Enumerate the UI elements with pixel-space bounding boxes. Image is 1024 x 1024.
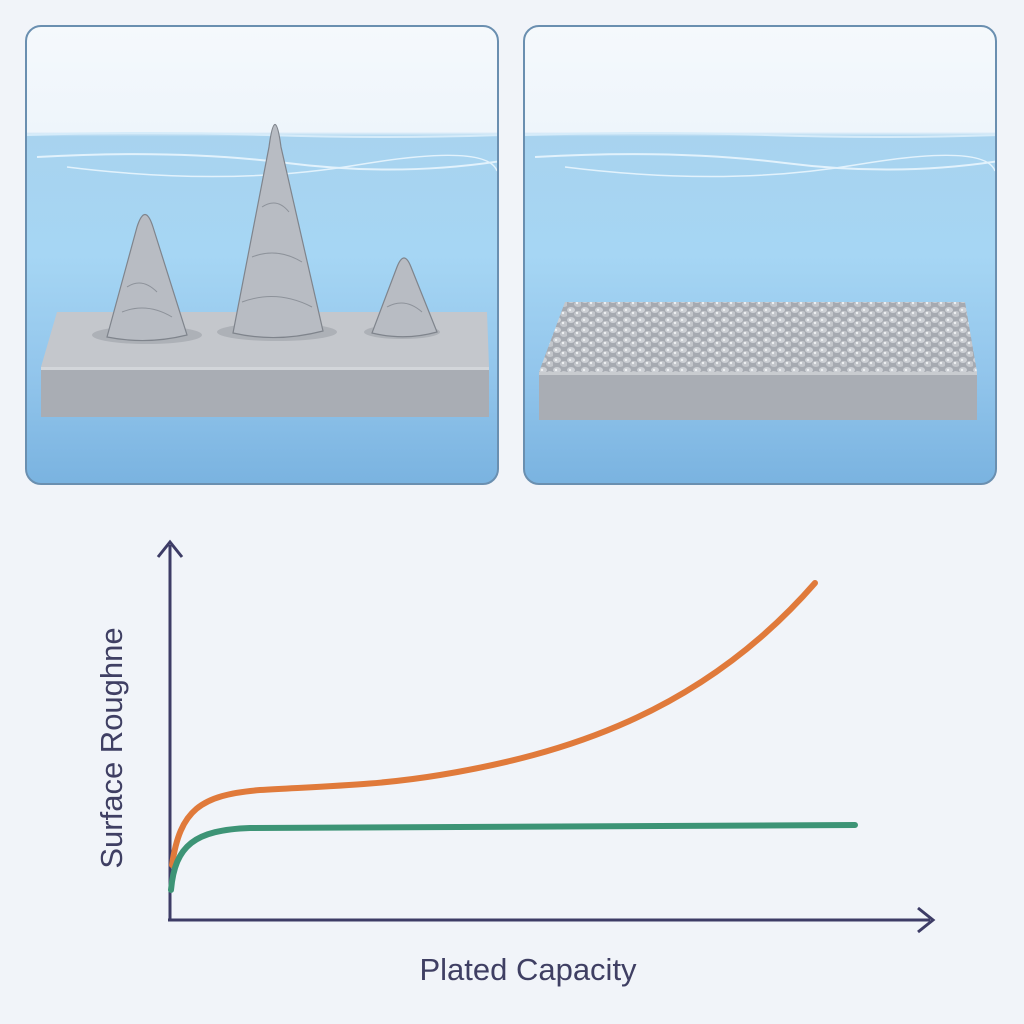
y-axis-arrow-icon <box>156 539 184 558</box>
roughness-chart <box>156 539 936 934</box>
x-axis-label: Plated Capacity <box>419 952 637 987</box>
y-axis-label: Surface Roughne <box>94 627 129 869</box>
x-axis-arrow-icon <box>917 906 936 934</box>
uniform-deposit-illustration <box>525 132 995 420</box>
dendrite-illustration-panel <box>25 25 499 485</box>
green-curve <box>168 822 858 893</box>
dendrite-illustration <box>27 124 497 417</box>
orange-curve <box>169 580 818 868</box>
uniform-deposit-illustration-panel <box>523 25 997 485</box>
